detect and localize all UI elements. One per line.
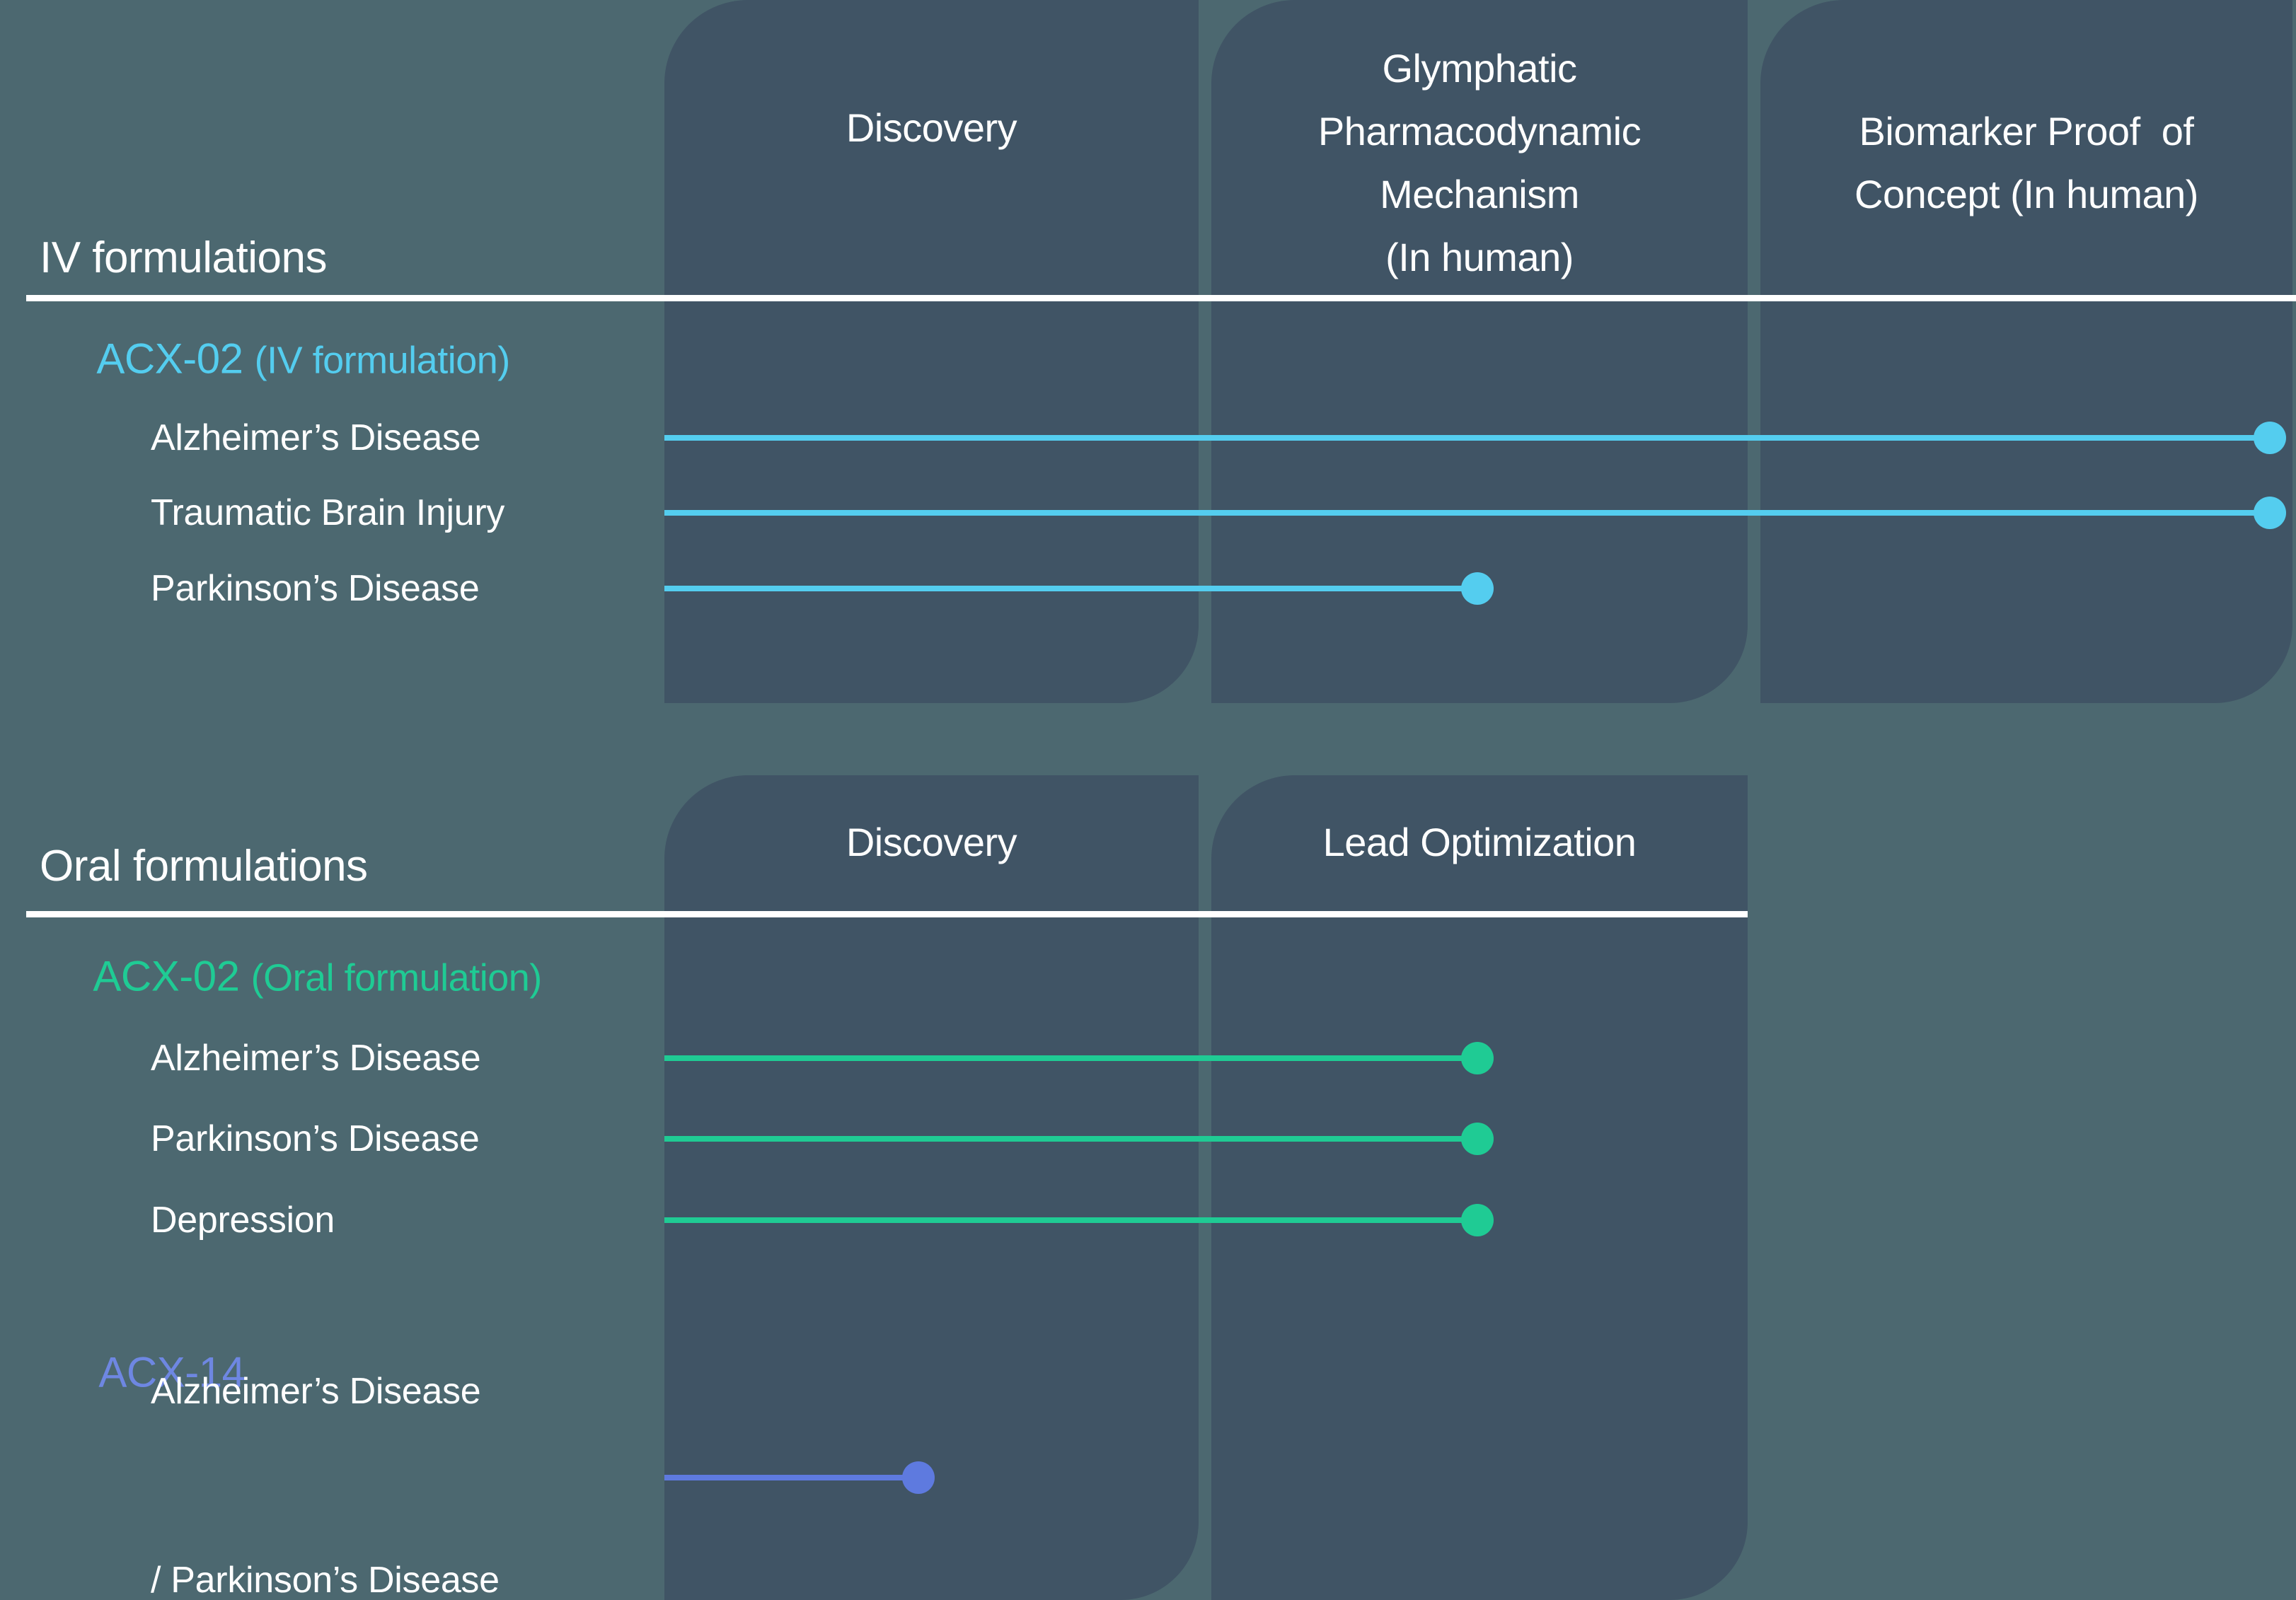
milestone-dot [1461, 1042, 1494, 1074]
milestone-dot [2254, 422, 2286, 454]
column-header: Glymphatic Pharmacodynamic Mechanism (In… [1211, 37, 1748, 289]
progress-line-acx14 [664, 1461, 935, 1494]
progress-line-iv-tbi [664, 497, 2286, 529]
column-header-line: Glymphatic [1382, 46, 1577, 91]
progress-line-oral-parkinsons [664, 1123, 1494, 1155]
disease-label-oral-alzheimers: Alzheimer’s Disease [151, 1038, 481, 1079]
oral-section-title: Oral formulations [40, 842, 368, 891]
column-header-line: Biomarker Proof of [1859, 109, 2194, 153]
program-name: ACX-02 [93, 952, 240, 1000]
column-header: Discovery [664, 811, 1199, 874]
program-label-acx02-oral: ACX-02 (Oral formulation) [50, 903, 542, 1050]
iv-section-title: IV formulations [40, 233, 328, 282]
progress-line-oral-depression [664, 1204, 1494, 1236]
progress-line-iv-alzheimers [664, 422, 2286, 454]
column-header: Discovery [664, 96, 1199, 159]
milestone-dot [1461, 1123, 1494, 1155]
progress-line-oral-alzheimers [664, 1042, 1494, 1074]
disease-label-iv-alzheimers: Alzheimer’s Disease [151, 417, 481, 458]
iv-section-divider [26, 295, 2296, 301]
column-header-line: Discovery [846, 105, 1017, 150]
program-label-acx14: ACX-14 [55, 1299, 246, 1446]
disease-label-line: Alzheimer’s Disease [151, 1371, 481, 1412]
disease-label-oral-depression: Depression [151, 1200, 335, 1241]
milestone-dot [1461, 572, 1494, 605]
column-header-line: Mechanism [1380, 172, 1579, 216]
milestone-dot [902, 1461, 935, 1494]
program-name: ACX-02 [96, 335, 243, 383]
column-header-line: Discovery [846, 820, 1017, 864]
disease-label-oral-parkinsons: Parkinson’s Disease [151, 1118, 480, 1159]
program-name: ACX-14 [98, 1348, 246, 1396]
program-label-acx02-iv: ACX-02 (IV formulation) [53, 286, 510, 432]
program-qualifier: (Oral formulation) [250, 956, 543, 999]
oral-section-divider [26, 911, 1748, 917]
milestone-dot [2254, 497, 2286, 529]
column-header: Biomarker Proof of Concept (In human) [1760, 100, 2292, 226]
milestone-dot [1461, 1204, 1494, 1236]
progress-line-iv-parkinsons [664, 572, 1494, 605]
stage-column-iv-biomarker-poc: Biomarker Proof of Concept (In human) [1760, 0, 2292, 703]
disease-label-line: / Parkinson’s Disease [151, 1560, 500, 1600]
column-header: Lead Optimization [1211, 811, 1748, 874]
stage-column-iv-discovery: Discovery [664, 0, 1199, 703]
disease-label-acx14-alzheimers-parkinsons: Alzheimer’s Disease / Parkinson’s Diseas… [151, 1234, 500, 1600]
stage-column-oral-lead-optimization: Lead Optimization [1211, 775, 1748, 1600]
program-qualifier: (IV formulation) [254, 339, 511, 382]
column-header-line: Lead Optimization [1322, 820, 1637, 864]
column-header-line: Concept (In human) [1854, 172, 2198, 216]
disease-label-iv-tbi: Traumatic Brain Injury [151, 492, 505, 533]
disease-label-iv-parkinsons: Parkinson’s Disease [151, 568, 480, 609]
column-header-line: (In human) [1385, 235, 1574, 279]
column-header-line: Pharmacodynamic [1317, 109, 1642, 153]
